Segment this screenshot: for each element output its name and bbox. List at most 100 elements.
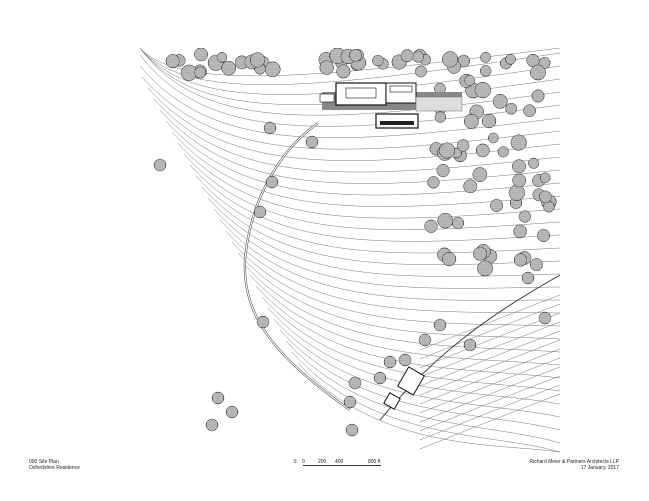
title-block-right: Richard Meier & Partners Architects LLP … xyxy=(530,459,619,471)
tree xyxy=(456,139,470,152)
contour-line xyxy=(225,230,560,314)
contour-line xyxy=(219,219,560,301)
tree xyxy=(414,65,427,78)
tree xyxy=(463,113,479,129)
tree xyxy=(505,53,516,65)
tree xyxy=(497,146,509,158)
tree xyxy=(512,159,526,174)
tree xyxy=(348,376,362,390)
contour-line xyxy=(291,351,560,453)
project-name: Oxfordshire Residence xyxy=(29,465,80,471)
contour-line xyxy=(207,197,560,277)
scale-bar: ① 0 200 400 800 ft xyxy=(293,459,393,467)
contour-line xyxy=(177,142,560,219)
firm-name: Richard Meier & Partners Architects LLP xyxy=(529,459,619,465)
tree xyxy=(211,391,225,405)
contour-line xyxy=(419,303,560,360)
tree xyxy=(492,93,508,109)
contour-line xyxy=(189,164,560,242)
tree xyxy=(539,172,551,184)
contour-line xyxy=(140,48,560,116)
main-house xyxy=(319,82,463,129)
contour-line xyxy=(243,263,560,353)
tree xyxy=(216,52,228,63)
tree xyxy=(424,219,438,233)
tree xyxy=(505,102,518,115)
tree xyxy=(538,311,552,325)
contour-line xyxy=(419,321,560,378)
contour-line xyxy=(419,357,560,414)
contour-line xyxy=(285,340,560,444)
tree xyxy=(383,355,397,369)
tree xyxy=(512,173,527,188)
tree xyxy=(398,353,412,367)
tree xyxy=(438,142,455,159)
contour-line xyxy=(141,76,560,150)
tree xyxy=(474,81,491,99)
tree xyxy=(225,405,239,419)
tree xyxy=(488,132,499,144)
tree xyxy=(463,179,478,194)
contour-lines xyxy=(140,48,560,453)
tree xyxy=(349,48,362,62)
tree xyxy=(343,395,357,409)
trees xyxy=(153,48,557,437)
contour-line xyxy=(153,98,560,173)
tree xyxy=(433,318,447,332)
north-arrow-icon: ① xyxy=(293,459,298,465)
contour-line xyxy=(231,241,560,327)
tree xyxy=(264,61,281,78)
drawing-date: 17 January, 2017 xyxy=(580,465,619,471)
contour-line xyxy=(279,329,560,431)
tree xyxy=(479,65,492,77)
tree xyxy=(481,113,497,129)
tree xyxy=(510,134,527,151)
contour-line xyxy=(261,296,560,392)
contour-line xyxy=(201,186,560,265)
contour-line xyxy=(419,330,560,387)
contour-line xyxy=(419,339,560,396)
tree xyxy=(475,143,490,158)
tree xyxy=(518,210,531,223)
contour-line xyxy=(183,153,560,230)
tree xyxy=(523,104,536,117)
tree xyxy=(463,338,477,352)
contour-line xyxy=(249,274,560,366)
contour-line xyxy=(297,362,560,453)
tree xyxy=(165,54,180,69)
tree xyxy=(345,423,359,437)
scale-tick: 400 xyxy=(335,459,344,465)
tree xyxy=(336,64,351,79)
contour-line xyxy=(419,348,560,405)
tree xyxy=(372,54,384,67)
tree xyxy=(513,224,527,239)
contour-line xyxy=(419,375,560,432)
contour-line xyxy=(171,131,560,207)
scale-tick: 0 xyxy=(302,459,305,465)
tree xyxy=(434,111,446,123)
contour-line xyxy=(165,120,560,196)
tree xyxy=(153,158,167,172)
contour-line xyxy=(419,366,560,423)
tree xyxy=(412,50,424,63)
title-block-left: 000 Site Plan Oxfordshire Residence xyxy=(29,459,80,471)
tree xyxy=(490,199,504,212)
drawing-title: 000 Site Plan xyxy=(29,459,59,465)
outbuildings xyxy=(383,366,425,410)
tree xyxy=(464,75,476,86)
tree xyxy=(373,371,387,385)
tree xyxy=(194,66,207,79)
scale-tick: 200 xyxy=(318,459,327,465)
tree xyxy=(451,216,465,230)
contour-line xyxy=(419,393,560,450)
tree xyxy=(263,121,277,135)
tree xyxy=(530,258,543,271)
tree xyxy=(472,167,488,182)
tree xyxy=(427,176,440,189)
tree xyxy=(530,64,546,81)
tree xyxy=(442,251,457,267)
contour-line xyxy=(159,109,560,184)
tree xyxy=(221,60,237,76)
tree xyxy=(537,229,551,243)
